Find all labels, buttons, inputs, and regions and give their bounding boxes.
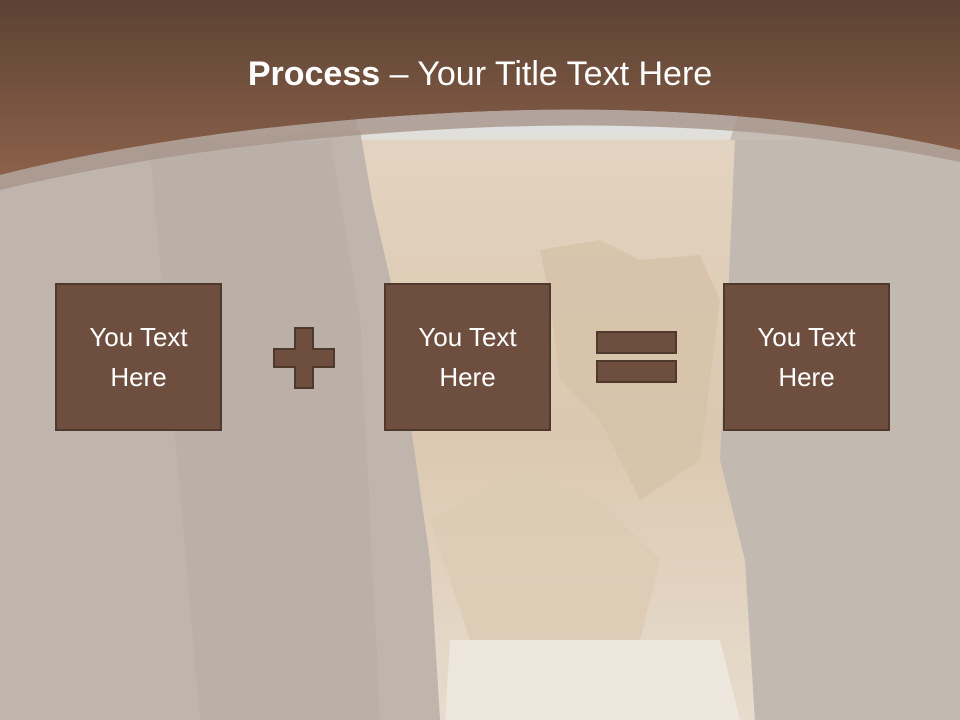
plus-icon: [273, 327, 335, 389]
process-box-label: You Text Here: [89, 322, 188, 392]
process-box-2[interactable]: You Text Here: [384, 283, 551, 431]
title-bold: Process: [247, 55, 381, 93]
slide-title: Process – Your Title Text Here: [0, 50, 960, 98]
process-box-label: You Text Here: [757, 322, 856, 392]
equals-icon: [596, 331, 677, 383]
process-box-3[interactable]: You Text Here: [723, 283, 890, 431]
title-rest: – Your Title Text Here: [380, 55, 713, 93]
process-box-1[interactable]: You Text Here: [55, 283, 222, 431]
process-box-label: You Text Here: [418, 322, 517, 392]
